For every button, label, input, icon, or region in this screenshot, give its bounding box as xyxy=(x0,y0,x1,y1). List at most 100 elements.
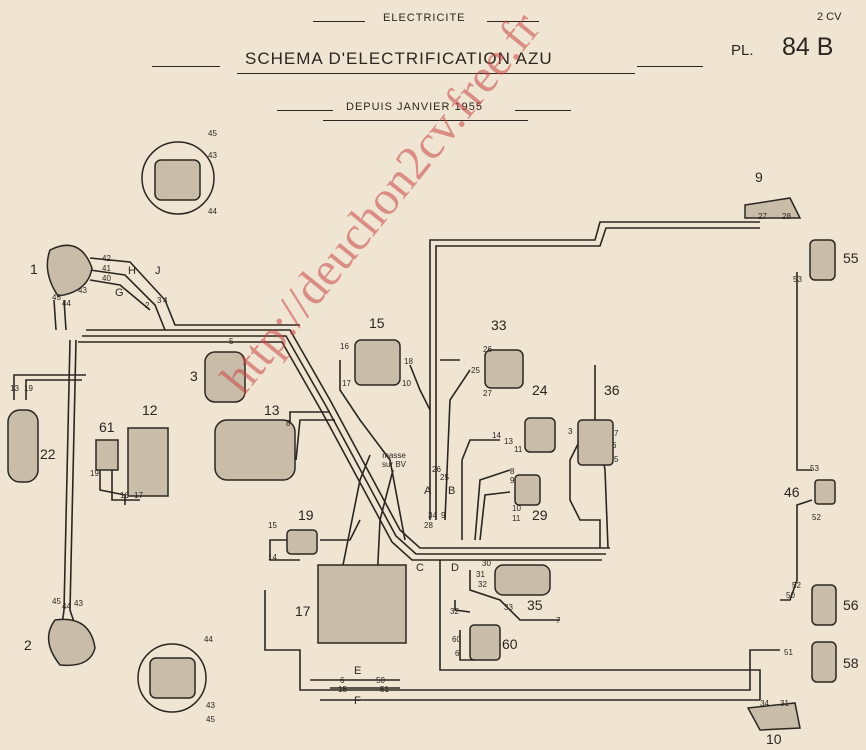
page-subtitle: DEPUIS JANVIER 1955 xyxy=(346,101,483,113)
header-rule xyxy=(515,110,571,111)
wire-number: 14 xyxy=(492,431,501,440)
component-label: 2 xyxy=(24,637,32,653)
wire-number: 32 xyxy=(478,580,487,589)
wire-number: 50 xyxy=(376,676,385,685)
wire-number: 3 xyxy=(157,296,162,305)
connector-label: J xyxy=(155,265,161,277)
component-label: 55 xyxy=(843,250,859,266)
wire-number: 9 xyxy=(441,511,446,520)
wire-number: 27 xyxy=(483,389,492,398)
starter-13 xyxy=(214,419,296,481)
component-label: 17 xyxy=(295,603,311,619)
wire-number: 53 xyxy=(793,275,802,284)
wire-number: 25 xyxy=(440,473,449,482)
component-label: 13 xyxy=(264,402,280,418)
wire-number: 43 xyxy=(78,286,87,295)
relay-15 xyxy=(354,339,401,386)
wire-number: 11 xyxy=(512,514,521,523)
wire-number: 13 xyxy=(10,384,19,393)
wire-number: 33 xyxy=(504,603,513,612)
component-label: 46 xyxy=(784,484,800,500)
wire-number: 44 xyxy=(62,602,71,611)
component-label: 12 xyxy=(142,402,158,418)
component-shapes xyxy=(7,141,837,731)
wire-number: 26 xyxy=(432,465,441,474)
wire-number: 27 xyxy=(758,212,767,221)
wire-number: 40 xyxy=(102,274,111,283)
lamp-58 xyxy=(811,641,837,683)
headlamp-1 xyxy=(46,244,93,297)
component-label: 9 xyxy=(755,169,763,185)
lamp-55 xyxy=(809,239,836,281)
wire-number: 7 xyxy=(556,616,561,625)
component-label: 3 xyxy=(190,368,198,384)
wire-number: 9 xyxy=(510,476,515,485)
component-label: 60 xyxy=(502,636,518,652)
wire-number: 26 xyxy=(483,345,492,354)
wire-number: 42 xyxy=(102,254,111,263)
wire-number: 51 xyxy=(784,648,793,657)
wire-number: 19 xyxy=(24,384,33,393)
wire-number: 6 xyxy=(340,676,345,685)
title-underline xyxy=(237,73,635,74)
component-label: 61 xyxy=(99,419,115,435)
wire-number: 44 xyxy=(208,207,217,216)
battery-17 xyxy=(317,564,407,644)
wire-number: 17 xyxy=(134,491,143,500)
stop-switch-60 xyxy=(469,624,501,661)
component-label: 10 xyxy=(766,731,782,747)
wire-number: 32 xyxy=(450,607,459,616)
wire-harness xyxy=(13,221,813,701)
wire-number: 18 xyxy=(404,357,413,366)
wire-number: 34 xyxy=(428,511,437,520)
wire-number: 30 xyxy=(482,559,491,568)
switch-19 xyxy=(286,529,318,555)
model-label: 2 CV xyxy=(817,11,842,23)
wire-number: 5 xyxy=(614,455,619,464)
wire-number: 2 xyxy=(145,301,150,310)
wire-number: 50 xyxy=(786,591,795,600)
component-label: 36 xyxy=(604,382,620,398)
wire-number: 16 xyxy=(120,491,129,500)
subtitle-underline xyxy=(323,120,528,121)
section-title: ELECTRICITE xyxy=(383,12,466,24)
wire-number: 28 xyxy=(424,521,433,530)
wire-number: 25 xyxy=(471,366,480,375)
connector-label: F xyxy=(354,695,361,707)
component-label: 56 xyxy=(843,597,859,613)
wire-number: 15 xyxy=(338,685,347,694)
lamp-10 xyxy=(746,702,801,731)
wire-number: 3 xyxy=(568,427,573,436)
component-label: 58 xyxy=(843,655,859,671)
wire-number: 45 xyxy=(52,597,61,606)
lamp-9 xyxy=(744,197,802,219)
component-label: 33 xyxy=(491,317,507,333)
wire-number: 8 xyxy=(510,467,515,476)
wire-number: 45 xyxy=(52,293,61,302)
wire-number: 14 xyxy=(268,553,277,562)
wire-number: 6 xyxy=(612,441,617,450)
wire-number: 10 xyxy=(402,379,411,388)
component-label: 15 xyxy=(369,315,385,331)
wire-number: 60 xyxy=(452,635,461,644)
wire-number: 28 xyxy=(782,212,791,221)
headlamp-2 xyxy=(47,618,96,667)
component-label: 29 xyxy=(532,507,548,523)
wire-number: 45 xyxy=(208,129,217,138)
lock-35 xyxy=(494,564,551,596)
wire-number: 43 xyxy=(206,701,215,710)
component-label: 35 xyxy=(527,597,543,613)
distributor-body-bottom xyxy=(149,657,196,699)
dynamo-12 xyxy=(127,427,169,497)
wire-number: 6 xyxy=(455,649,460,658)
wiper-33 xyxy=(484,349,524,389)
header-rule xyxy=(277,110,333,111)
wire-number: 17 xyxy=(342,379,351,388)
coil-22 xyxy=(7,409,39,483)
component-label: 19 xyxy=(298,507,314,523)
wire-number: 8 xyxy=(286,419,291,428)
connector-label: G xyxy=(115,287,124,299)
wire-number: 43 xyxy=(208,151,217,160)
